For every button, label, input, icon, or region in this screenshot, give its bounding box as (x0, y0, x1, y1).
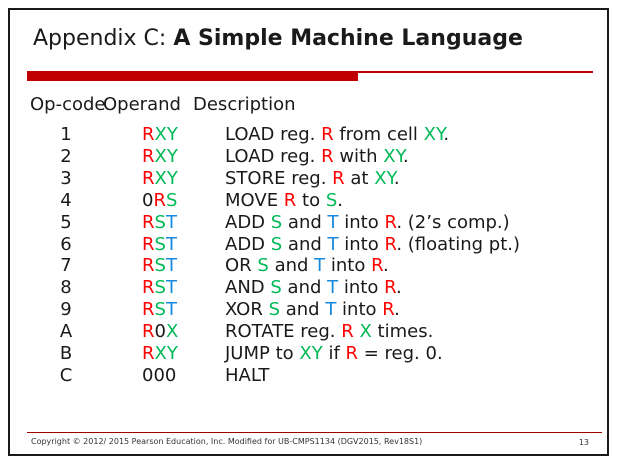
table-row: C 000 HALT (30, 365, 592, 387)
header-opcode: Op-code (30, 94, 106, 115)
page-number: 13 (578, 438, 589, 447)
operand-cell: 000 (142, 364, 177, 386)
opcode-cell: C (59, 364, 73, 386)
footer-copyright: Copyright © 2012/ 2015 Pearson Education… (31, 437, 423, 446)
operand-cell: RST (142, 233, 177, 255)
description-cell: LOAD reg. R from cell XY. (225, 124, 450, 145)
opcode-cell: 1 (60, 124, 72, 145)
table-row: 7 RST OR S and T into R. (30, 255, 592, 277)
opcode-cell: 5 (60, 211, 72, 233)
table-row: 8 RST AND S and T into R. (30, 277, 592, 299)
operand-cell: RXY (142, 145, 178, 167)
table-row: A R0X ROTATE reg. R X times. (30, 321, 592, 343)
header-operand: Operand (103, 94, 181, 115)
opcode-cell: 9 (60, 299, 72, 321)
opcode-cell: 3 (60, 167, 72, 189)
opcode-cell: 4 (60, 189, 72, 211)
operand-cell: RXY (142, 124, 178, 145)
operand-cell: RST (142, 277, 177, 299)
opcode-cell: 7 (60, 255, 72, 277)
table-row: B RXY JUMP to XY if R = reg. 0. (30, 343, 592, 365)
table-header-row: Op-code Operand Description (10, 94, 607, 116)
title-divider-thick-bar (27, 71, 358, 81)
description-cell: XOR S and T into R. (225, 299, 400, 321)
description-cell: OR S and T into R. (225, 255, 389, 277)
description-cell: MOVE R to S. (225, 189, 343, 211)
description-cell: STORE reg. R at XY. (225, 167, 400, 189)
opcode-cell: A (59, 321, 73, 343)
description-cell: ROTATE reg. R X times. (225, 321, 434, 343)
operand-cell: RST (142, 211, 177, 233)
opcode-cell: 8 (60, 277, 72, 299)
table-row: 4 0RS MOVE R to S. (30, 190, 592, 212)
opcode-cell: B (59, 343, 73, 365)
description-cell: ADD S and T into R. (floating pt.) (225, 233, 521, 255)
header-description: Description (193, 94, 296, 115)
table-row: 1 RXY LOAD reg. R from cell XY. (30, 124, 592, 146)
table-row: 3 RXY STORE reg. R at XY. (30, 168, 592, 190)
table-row: 6 RST ADD S and T into R. (floating pt.) (30, 234, 592, 256)
table-row: 9 RST XOR S and T into R. (30, 299, 592, 321)
description-cell: HALT (225, 364, 270, 386)
description-cell: LOAD reg. R with XY. (225, 145, 409, 167)
operand-cell: RXY (142, 343, 178, 365)
operand-cell: RST (142, 255, 177, 277)
description-cell: AND S and T into R. (225, 277, 402, 299)
table-row: 5 RST ADD S and T into R. (2’s comp.) (30, 212, 592, 234)
opcode-cell: 6 (60, 233, 72, 255)
operand-cell: 0RS (142, 189, 178, 211)
slide: Appendix C: A Simple Machine Language Op… (8, 8, 609, 456)
operand-cell: RST (142, 299, 177, 321)
description-cell: JUMP to XY if R = reg. 0. (225, 343, 443, 365)
description-cell: ADD S and T into R. (2’s comp.) (225, 211, 510, 233)
operand-cell: RXY (142, 167, 178, 189)
table-row: 2 RXY LOAD reg. R with XY. (30, 146, 592, 168)
operand-cell: R0X (142, 321, 179, 343)
title-prefix: Appendix C: (33, 26, 174, 51)
opcode-cell: 2 (60, 145, 72, 167)
title-main: A Simple Machine Language (173, 26, 523, 51)
page-title: Appendix C: A Simple Machine Language (33, 25, 523, 53)
footer-divider (27, 432, 602, 433)
